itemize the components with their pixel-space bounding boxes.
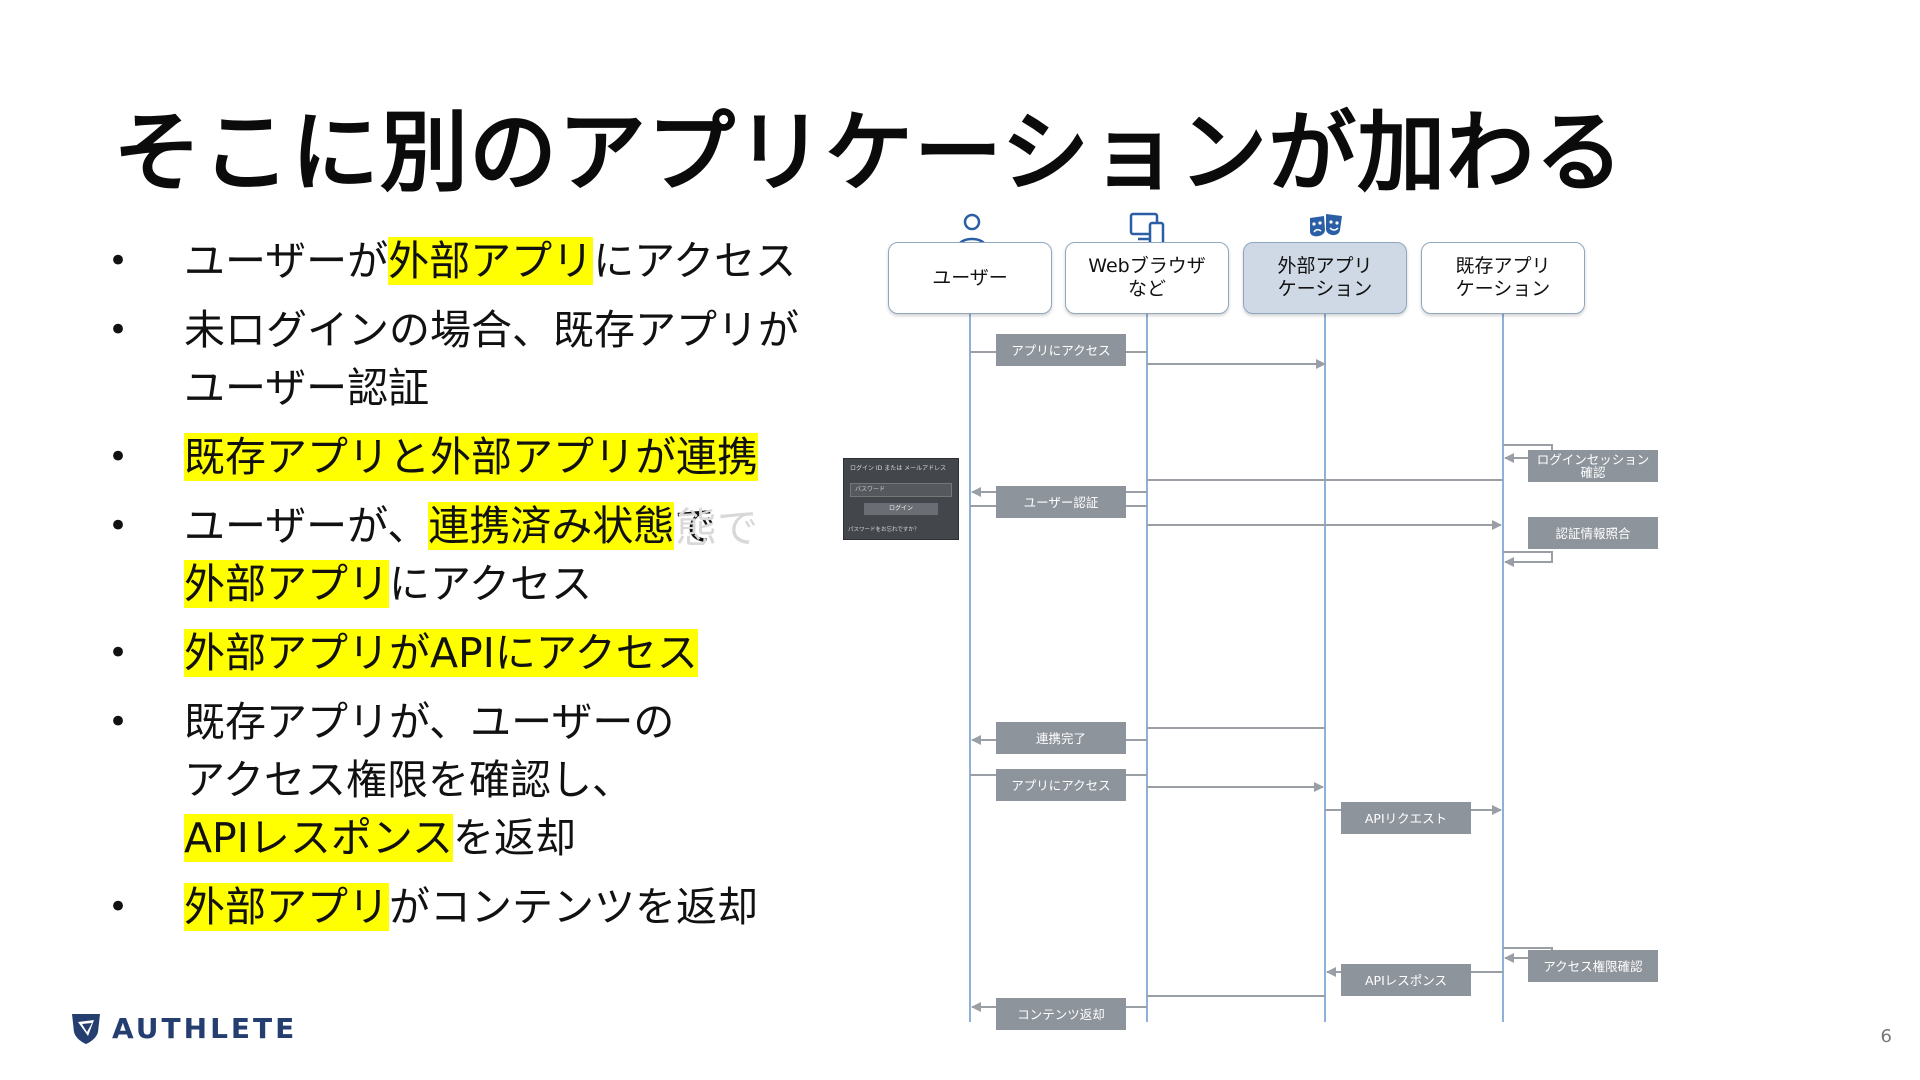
actor-external-app: 外部アプリ ケーション: [1243, 242, 1407, 314]
bullet-text: にアクセス: [389, 560, 592, 608]
bullet-text: にアクセス: [593, 237, 797, 285]
highlighted-text: 外部アプリ: [184, 560, 389, 608]
page-number: 6: [1880, 1026, 1892, 1047]
message-content-return: コンテンツ返却: [996, 998, 1126, 1030]
message-login-session-check: ログインセッション 確認: [1528, 450, 1658, 482]
ghost-text: 態で: [676, 504, 758, 552]
authlete-logo: AUTHLETE: [68, 1010, 297, 1046]
bullet-item: • 外部アプリがAPIにアクセス: [108, 624, 808, 682]
bullet-text: で: [674, 502, 716, 550]
bullet-list: •ユーザーが外部アプリにアクセス•未ログインの場合、既存アプリがユーザー認証•既…: [108, 232, 808, 947]
bullet-item: • 未ログインの場合、既存アプリがユーザー認証: [108, 301, 808, 417]
message-app-access-1: アプリにアクセス: [996, 334, 1126, 366]
actor-user: ユーザー: [888, 242, 1052, 314]
highlighted-text: 既存アプリと外部アプリが連携: [184, 433, 758, 481]
bullet-dot: •: [108, 702, 129, 742]
bullet-item: • 既存アプリが、ユーザーのアクセス権限を確認し、 APIレスポンスを返却: [108, 693, 808, 867]
highlighted-text: 連携済み状態: [428, 502, 675, 550]
bullet-text: がコンテンツを返却: [389, 883, 758, 931]
bullet-text: ユーザーが、: [184, 502, 429, 550]
login-thumb-forgot: パスワードをお忘れですか？: [848, 527, 920, 533]
authlete-shield-icon: [72, 1014, 100, 1044]
bullet-text: 既存アプリが、ユーザーの: [184, 698, 675, 746]
bullet-dot: •: [108, 310, 129, 350]
bullet-dot: •: [108, 506, 129, 546]
theater-masks-icon: [1310, 214, 1342, 237]
bullet-dot: •: [108, 887, 129, 927]
message-access-permission-check: アクセス権限確認: [1528, 950, 1658, 982]
actor-browser: Webブラウザ など: [1065, 242, 1229, 314]
arrow-5: [1503, 551, 1553, 567]
bullet-text: ユーザー認証: [184, 364, 430, 412]
sequence-lines: [969, 312, 1553, 1022]
message-api-request: APIリクエスト: [1341, 802, 1471, 834]
message-api-response: APIレスポンス: [1341, 964, 1471, 996]
message-app-access-2: アプリにアクセス: [996, 769, 1126, 801]
bullet-dot: •: [108, 633, 129, 673]
highlighted-text: 外部アプリ: [184, 883, 389, 931]
actor-existing-app: 既存アプリ ケーション: [1421, 242, 1585, 314]
highlighted-text: 外部アプリ: [388, 237, 594, 285]
message-user-auth: ユーザー認証: [996, 486, 1126, 518]
bullet-dot: •: [108, 241, 129, 281]
bullet-text: を返却: [453, 814, 577, 862]
logo-text: AUTHLETE: [112, 1011, 298, 1045]
message-link-complete: 連携完了: [996, 722, 1126, 754]
bullet-text: ユーザーが: [184, 237, 389, 285]
highlighted-text: 外部アプリがAPIにアクセス: [184, 629, 698, 677]
bullet-text: アクセス権限を確認し、: [184, 756, 633, 804]
bullet-item: • 既存アプリと外部アプリが連携: [108, 428, 808, 486]
bullet-item: • 外部アプリがコンテンツを返却: [108, 878, 808, 936]
login-thumb-button: ログイン: [864, 503, 938, 515]
login-thumb-password: パスワード: [850, 483, 952, 497]
bullet-text: 未ログインの場合、既存アプリが: [184, 306, 799, 354]
bullet-item: • ユーザーが外部アプリにアクセス: [108, 232, 808, 290]
bullet-item: • ユーザーが、連携済み状態で外部アプリにアクセス: [108, 497, 808, 613]
login-thumb-header: ログイン ID または メールアドレス: [850, 465, 947, 472]
sequence-diagram: ユーザー Webブラウザ など 外部アプリ ケーション 既存アプリ ケーション …: [840, 210, 1660, 1040]
highlighted-text: APIレスポンス: [184, 814, 454, 862]
login-form-thumbnail: ログイン ID または メールアドレス パスワード ログイン パスワードをお忘れ…: [843, 458, 959, 540]
message-credential-check: 認証情報照合: [1528, 517, 1658, 549]
slide-title: そこに別のアプリケーションが加わる: [113, 101, 1625, 204]
bullet-dot: •: [108, 437, 129, 477]
